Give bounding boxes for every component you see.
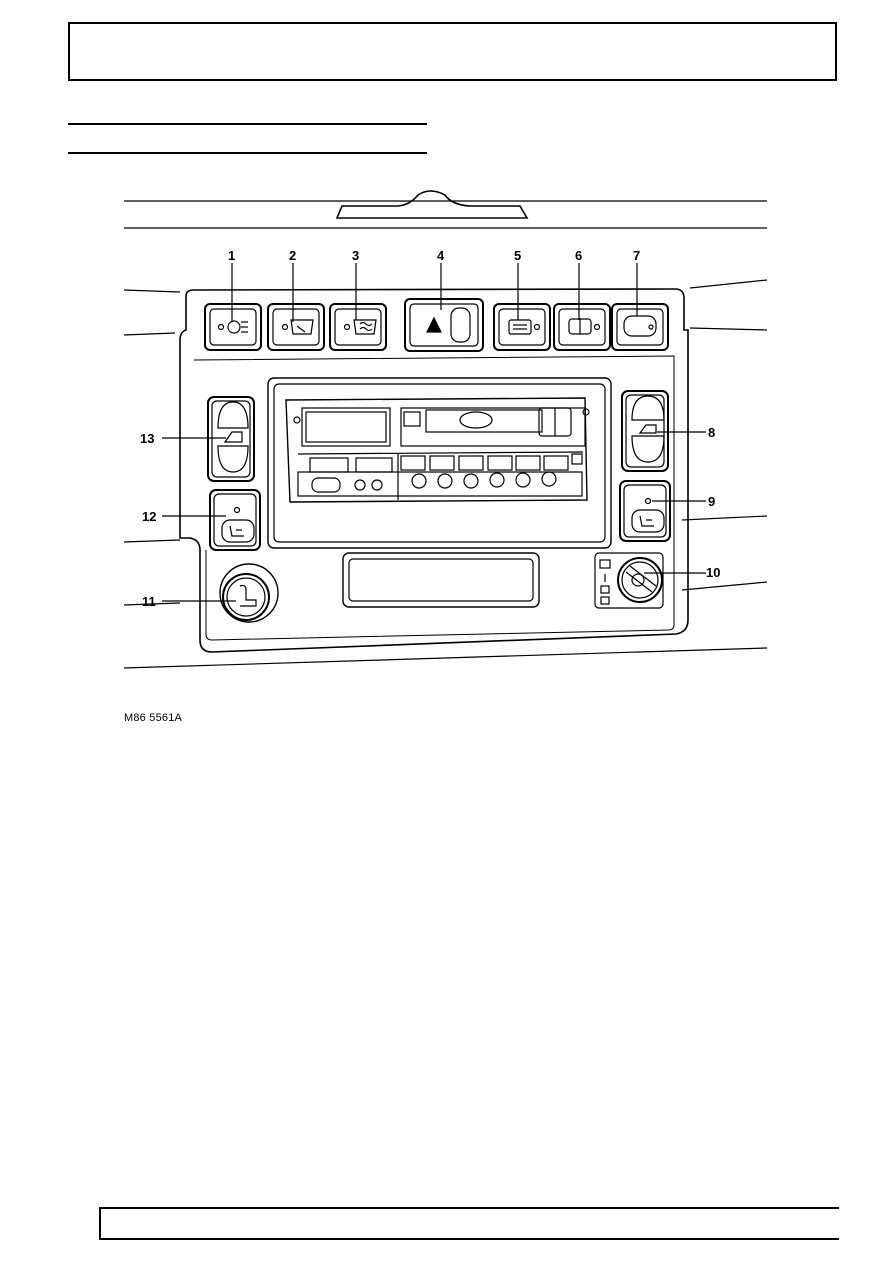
switch-front-screen-heater (493, 303, 551, 351)
callout-8: 8 (708, 425, 715, 440)
radio-cassette-unit (267, 377, 612, 549)
callout-1: 1 (228, 248, 235, 263)
dash-top-lines (123, 190, 768, 669)
callout-labels: 1 2 3 4 5 6 7 8 9 10 11 12 13 (140, 248, 720, 609)
callout-3: 3 (352, 248, 359, 263)
panel-outline (179, 288, 689, 653)
page-footer-box (99, 1207, 839, 1240)
switch-hazard (404, 298, 484, 352)
rotary-light-switch (594, 552, 664, 609)
leader-lines (162, 263, 706, 602)
switch-rear-fog (204, 303, 262, 351)
callout-13: 13 (140, 431, 154, 446)
storage-tray (342, 552, 540, 608)
callout-11: 11 (142, 594, 156, 609)
dashboard-switch-panel-diagram: 1 2 3 4 5 6 7 8 9 10 11 12 13 (123, 190, 768, 669)
switch-rear-wiper (267, 303, 325, 351)
switch-right-seat-heater (619, 480, 671, 542)
section-rule-bottom (68, 152, 427, 154)
section-rule-top (68, 123, 427, 125)
callout-12: 12 (142, 509, 156, 524)
callout-7: 7 (633, 248, 640, 263)
switch-blank (611, 303, 669, 351)
switch-left-seat-heater (209, 489, 261, 551)
callout-9: 9 (708, 494, 715, 509)
callout-4: 4 (437, 248, 445, 263)
switch-left-window (207, 396, 255, 482)
callout-2: 2 (289, 248, 296, 263)
callout-6: 6 (575, 248, 582, 263)
switch-heated-mirrors (553, 303, 611, 351)
switch-rear-window-heater (329, 303, 387, 351)
callout-5: 5 (514, 248, 521, 263)
cigar-lighter (219, 563, 279, 623)
figure-reference: M86 5561A (124, 712, 183, 724)
callout-10: 10 (706, 565, 720, 580)
switch-right-window (621, 390, 669, 472)
page-header-box (68, 22, 837, 81)
